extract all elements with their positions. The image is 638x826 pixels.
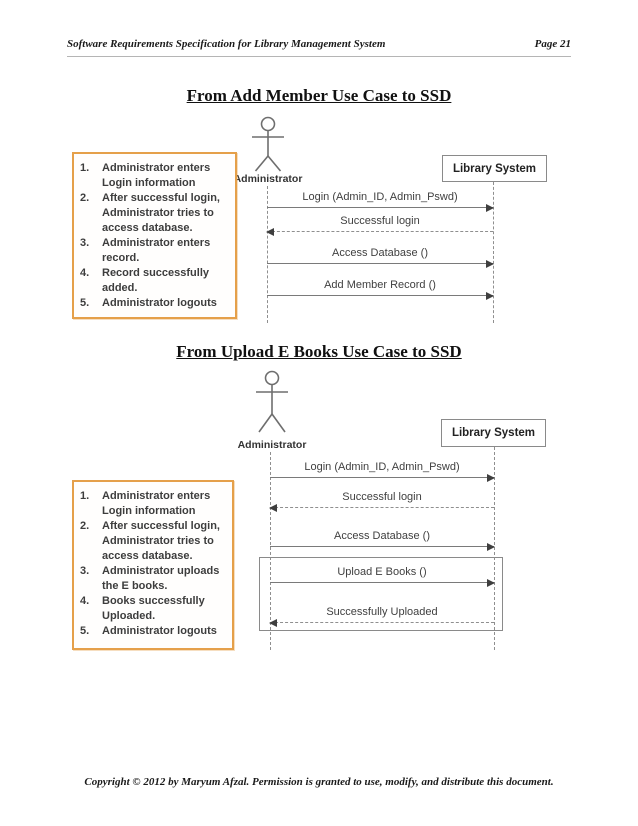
actor-icon bbox=[256, 370, 288, 433]
arrowhead-left-icon bbox=[266, 227, 274, 236]
lifeline-administrator-1 bbox=[267, 186, 268, 323]
system-box-library-system: Library System bbox=[441, 419, 546, 447]
system-box-library-system: Library System bbox=[442, 155, 547, 182]
note-text: Administrator uploads the E books. bbox=[102, 565, 220, 592]
page-number: Page 21 bbox=[534, 38, 571, 50]
message-login: Login (Admin_ID, Admin_Pswd) bbox=[270, 461, 495, 482]
note-number: 1. bbox=[80, 162, 90, 174]
message-return-arrow bbox=[269, 503, 494, 512]
header-title: Software Requirements Specification for … bbox=[67, 38, 386, 50]
diagram2-title: From Upload E Books Use Case to SSD bbox=[0, 342, 638, 362]
note-number: 2. bbox=[80, 520, 90, 532]
system-box-label: Library System bbox=[452, 162, 537, 175]
message-successful-login: Successful login bbox=[269, 491, 494, 512]
note-text: Administrator logouts bbox=[102, 625, 217, 637]
note-item: 2. After successful login, Administrator… bbox=[80, 519, 229, 564]
message-successfully-uploaded: Successfully Uploaded bbox=[269, 606, 494, 627]
note-item: 3. Administrator uploads the E books. bbox=[80, 564, 229, 594]
note-text: Books successfully Uploaded. bbox=[102, 595, 205, 622]
note-number: 5. bbox=[80, 625, 90, 637]
message-label: Successful login bbox=[340, 215, 420, 227]
note-text: Administrator logouts bbox=[102, 297, 217, 309]
message-access-database: Access Database () bbox=[270, 530, 495, 551]
steps-note-1: 1. Administrator enters Login informatio… bbox=[72, 152, 237, 319]
note-item: 4. Record successfully added. bbox=[80, 266, 232, 296]
message-login: Login (Admin_ID, Admin_Pswd) bbox=[267, 191, 494, 212]
steps-note-2: 1. Administrator enters Login informatio… bbox=[72, 480, 234, 650]
message-arrow bbox=[267, 291, 494, 300]
note-text: Record successfully added. bbox=[102, 267, 209, 294]
note-item: 1. Administrator enters Login informatio… bbox=[80, 489, 229, 519]
message-label: Successfully Uploaded bbox=[326, 606, 438, 618]
arrowhead-left-icon bbox=[269, 503, 277, 512]
note-number: 3. bbox=[80, 565, 90, 577]
diagram2-title-text: From Upload E Books Use Case to SSD bbox=[176, 342, 462, 361]
arrowhead-right-icon bbox=[487, 542, 495, 551]
note-number: 4. bbox=[80, 595, 90, 607]
note-text: After successful login, Administrator tr… bbox=[102, 192, 220, 234]
message-arrow bbox=[267, 259, 494, 268]
note-item: 1. Administrator enters Login informatio… bbox=[80, 161, 232, 191]
note-text: Administrator enters record. bbox=[102, 237, 211, 264]
lifeline-administrator-2 bbox=[270, 452, 271, 650]
note-item: 4. Books successfully Uploaded. bbox=[80, 594, 229, 624]
fragment-frame bbox=[259, 557, 503, 631]
note-number: 4. bbox=[80, 267, 90, 279]
message-successful-login: Successful login bbox=[266, 215, 493, 236]
arrowhead-right-icon bbox=[486, 259, 494, 268]
diagram1-title: From Add Member Use Case to SSD bbox=[0, 86, 638, 106]
actor-label: Administrator bbox=[237, 439, 307, 451]
diagram1-title-text: From Add Member Use Case to SSD bbox=[186, 86, 452, 105]
page-header: Software Requirements Specification for … bbox=[67, 38, 571, 57]
note-number: 2. bbox=[80, 192, 90, 204]
note-number: 1. bbox=[80, 490, 90, 502]
actor-label: Administrator bbox=[233, 173, 303, 185]
note-item: 3. Administrator enters record. bbox=[80, 236, 232, 266]
message-label: Access Database () bbox=[334, 530, 430, 542]
message-label: Access Database () bbox=[332, 247, 428, 259]
message-arrow bbox=[270, 578, 495, 587]
system-box-label: Library System bbox=[451, 427, 536, 439]
arrowhead-right-icon bbox=[487, 578, 495, 587]
message-arrow bbox=[270, 473, 495, 482]
arrowhead-right-icon bbox=[487, 473, 495, 482]
message-label: Add Member Record () bbox=[324, 279, 436, 291]
message-access-database: Access Database () bbox=[267, 247, 494, 268]
note-number: 3. bbox=[80, 237, 90, 249]
note-item: 5. Administrator logouts bbox=[80, 624, 229, 639]
note-text: Administrator enters Login information bbox=[102, 490, 211, 517]
note-text: Administrator enters Login information bbox=[102, 162, 211, 189]
message-label: Successful login bbox=[342, 491, 422, 503]
message-add-member-record: Add Member Record () bbox=[267, 279, 494, 300]
copyright-footer: Copyright © 2012 by Maryum Afzal. Permis… bbox=[84, 776, 554, 788]
message-arrow bbox=[267, 203, 494, 212]
lifeline-library-system-1 bbox=[493, 182, 494, 323]
note-item: 2. After successful login, Administrator… bbox=[80, 191, 232, 236]
message-arrow bbox=[270, 542, 495, 551]
message-label: Upload E Books () bbox=[337, 566, 427, 578]
message-return-arrow bbox=[266, 227, 493, 236]
message-upload-ebooks: Upload E Books () bbox=[270, 566, 495, 587]
arrowhead-left-icon bbox=[269, 618, 277, 627]
actor-icon bbox=[252, 116, 284, 172]
arrowhead-right-icon bbox=[486, 203, 494, 212]
arrowhead-right-icon bbox=[486, 291, 494, 300]
message-label: Login (Admin_ID, Admin_Pswd) bbox=[302, 191, 458, 203]
message-return-arrow bbox=[269, 618, 494, 627]
note-item: 5. Administrator logouts bbox=[80, 296, 232, 311]
note-number: 5. bbox=[80, 297, 90, 309]
note-text: After successful login, Administrator tr… bbox=[102, 520, 220, 562]
message-label: Login (Admin_ID, Admin_Pswd) bbox=[304, 461, 460, 473]
